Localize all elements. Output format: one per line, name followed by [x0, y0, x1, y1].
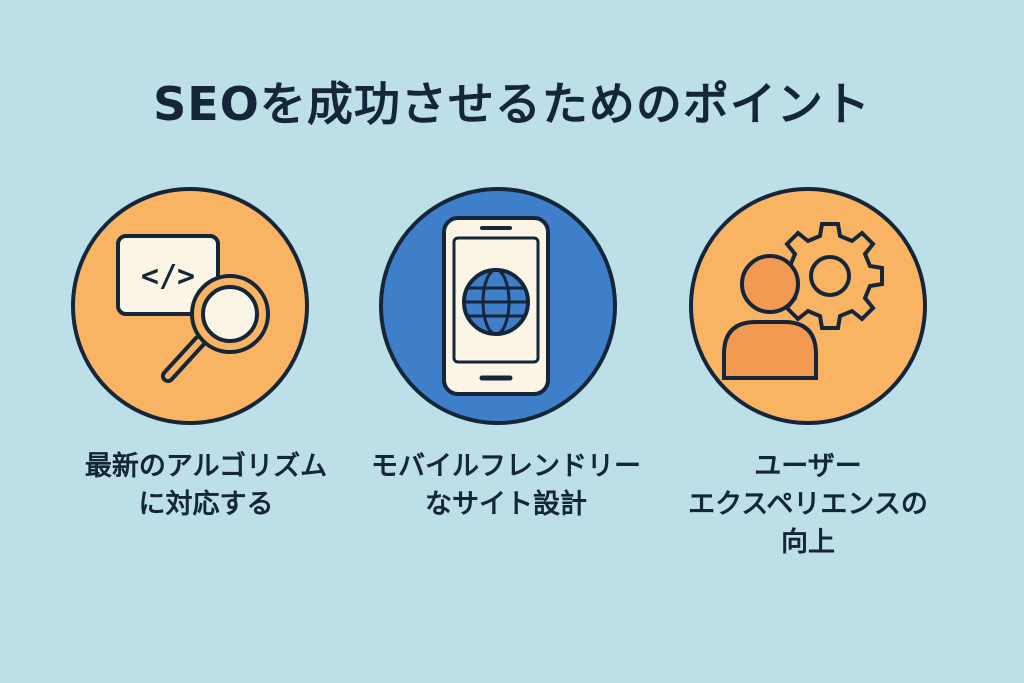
point-label-line: 最新のアルゴリズム: [84, 451, 328, 482]
point-label-algorithm: 最新のアルゴリズム に対応する: [56, 448, 356, 524]
point-label-mobile: モバイルフレンドリー なサイト設計: [356, 448, 656, 524]
point-mobile-icon-circle: [378, 186, 618, 426]
point-label-line: なサイト設計: [425, 489, 587, 520]
smartphone-globe-icon: [379, 187, 617, 425]
point-label-line: ユーザー: [754, 451, 862, 482]
point-label-line: に対応する: [138, 489, 274, 520]
point-algorithm-icon-circle: </>: [70, 186, 310, 426]
page-title: SEOを成功させるためのポイント: [153, 77, 871, 131]
svg-text:</>: </>: [141, 259, 195, 294]
code-search-icon: </>: [71, 187, 309, 425]
point-label-line: 向上: [781, 527, 835, 558]
user-gear-icon: [689, 187, 927, 425]
point-ux-icon-circle: [688, 186, 928, 426]
point-label-ux: ユーザー エクスペリエンスの 向上: [658, 448, 958, 562]
point-label-line: エクスペリエンスの: [688, 489, 928, 520]
point-label-line: モバイルフレンドリー: [371, 451, 641, 482]
